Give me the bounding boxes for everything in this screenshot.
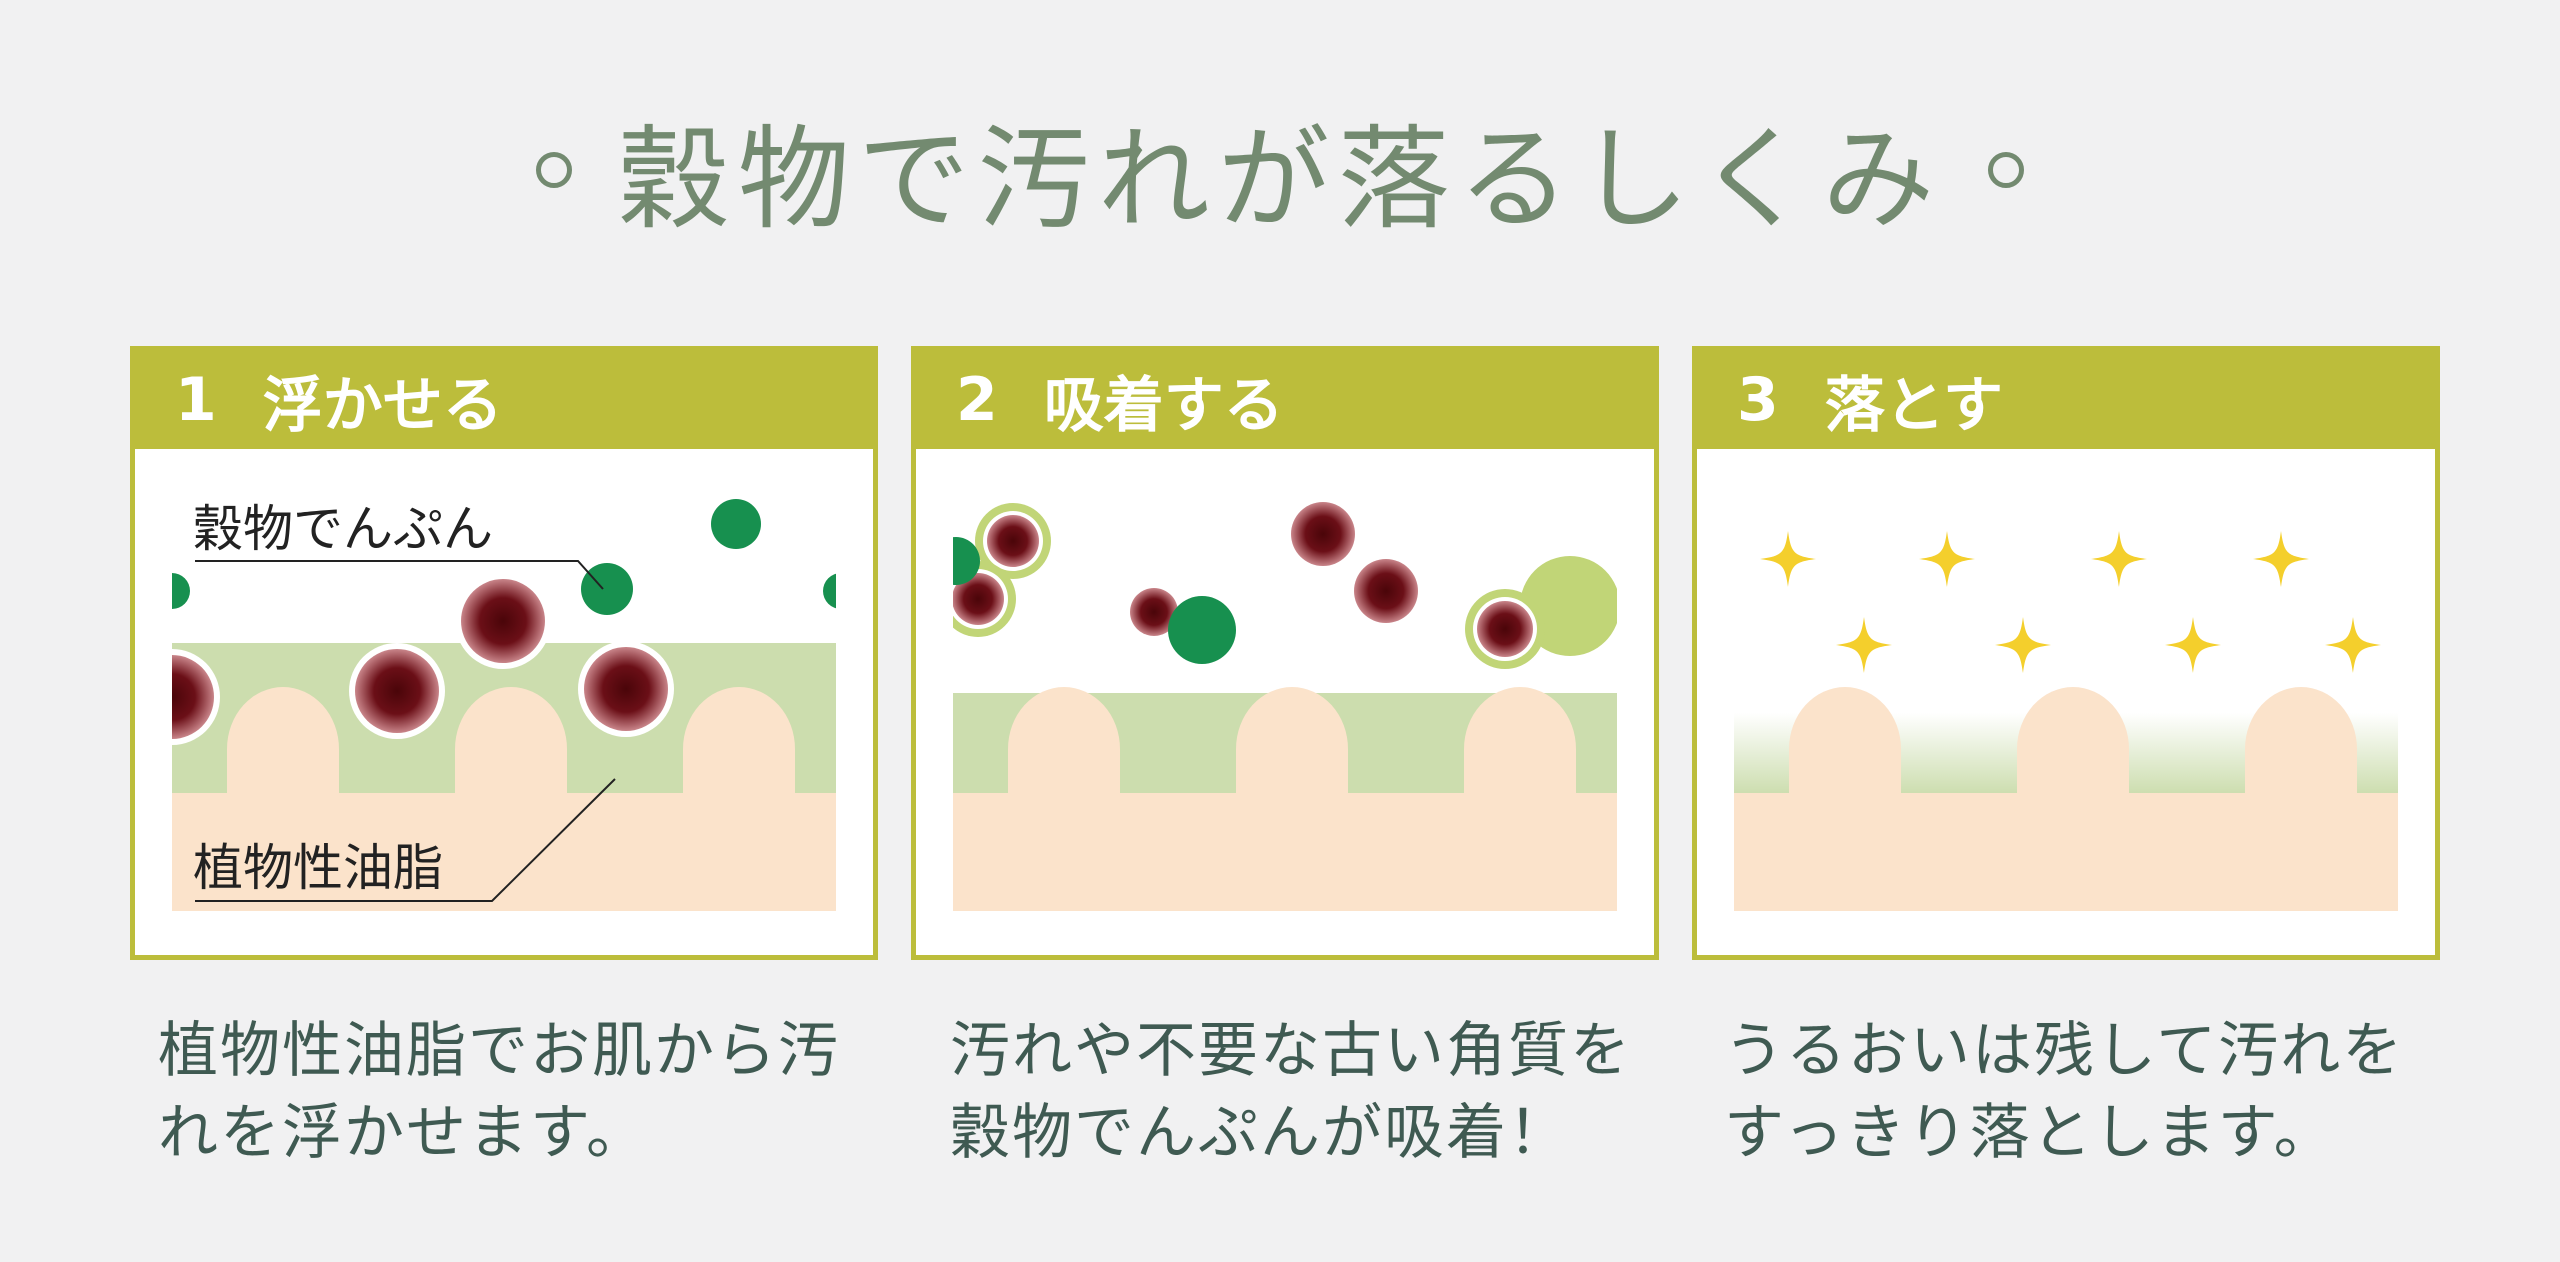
adsorbed-particle	[953, 561, 1016, 637]
skin-bump	[1789, 687, 1901, 795]
dirt-particle	[349, 643, 445, 739]
sparkle-icon	[1919, 531, 1975, 587]
dirt-particle	[455, 573, 551, 669]
step-panel-1: 1 浮かせる	[130, 346, 878, 960]
dirt-particle	[1291, 502, 1355, 566]
step-header-1: 1 浮かせる	[135, 351, 873, 449]
circle-ornament-icon	[1988, 152, 2025, 188]
leader-line	[195, 778, 616, 902]
grain-starch-particle	[711, 499, 761, 549]
caption-line: 汚れや不要な古い角質を	[950, 1016, 1632, 1086]
step-number: 2	[956, 365, 998, 435]
page-title: 穀物で汚れが落るしくみ	[0, 85, 2560, 255]
step-panel-2: 2 吸着する	[911, 346, 1659, 960]
caption-line: 穀物でんぷんが吸着！	[950, 1098, 1570, 1168]
step-2-illustration	[953, 502, 1617, 911]
skin-bump	[1236, 687, 1348, 795]
step-header-2: 2 吸着する	[916, 351, 1654, 449]
grain-starch-particle	[581, 563, 633, 615]
step-panel-3: 3 落とす	[1692, 346, 2440, 960]
caption-step-1: 植物性油脂でお肌から汚 れを浮かせます。	[158, 1010, 878, 1174]
label-grain-starch: 穀物でんぷん	[193, 500, 493, 558]
grain-starch-particle	[172, 573, 190, 609]
step-number: 3	[1737, 365, 1779, 435]
title-text: 穀物で汚れが落るしくみ	[617, 115, 1943, 245]
dirt-particle	[1130, 588, 1178, 636]
sparkle-icon	[2091, 531, 2147, 587]
dirt-particle	[578, 641, 674, 737]
skin-layer	[1734, 793, 2398, 911]
circle-ornament-icon	[535, 152, 572, 188]
skin-layer	[172, 793, 836, 911]
skin-bump	[1008, 687, 1120, 795]
dirt-particle	[1354, 559, 1418, 623]
sparkle-icon	[1836, 617, 1892, 673]
grain-starch-particle	[1168, 596, 1236, 664]
caption-step-3: うるおいは残して汚れを すっきり落とします。	[1724, 1010, 2444, 1174]
caption-line: うるおいは残して汚れを	[1724, 1016, 2405, 1086]
sparkle-icon	[1760, 531, 1816, 587]
step-number: 1	[175, 365, 217, 435]
skin-bump	[1464, 687, 1576, 795]
leader-line	[195, 560, 604, 590]
grain-starch-particle	[823, 573, 836, 609]
caption-line: 植物性油脂でお肌から汚	[158, 1016, 840, 1086]
sparkle-icon	[2325, 617, 2381, 673]
step-header-3: 3 落とす	[1697, 351, 2435, 449]
skin-bump	[455, 687, 567, 795]
label-vegetable-oil: 植物性油脂	[193, 839, 443, 897]
step-label: 落とす	[1824, 370, 2003, 441]
adsorbed-particle	[1465, 589, 1545, 669]
adsorbed-particle	[975, 503, 1051, 579]
skin-bump	[227, 687, 339, 795]
caption-line: れを浮かせます。	[158, 1098, 648, 1168]
skin-bump	[683, 687, 795, 795]
step-1-illustration: 穀物でんぷん 植物性油脂	[172, 499, 836, 911]
step-label: 浮かせる	[262, 370, 503, 441]
skin-layer	[953, 793, 1617, 911]
caption-step-2: 汚れや不要な古い角質を 穀物でんぷんが吸着！	[950, 1010, 1670, 1174]
skin-bump	[2245, 687, 2357, 795]
sparkle-icon	[1995, 617, 2051, 673]
step-3-illustration	[1734, 531, 2398, 911]
grain-starch-particle	[953, 537, 980, 585]
step-label: 吸着する	[1043, 370, 1284, 441]
dirt-particle	[172, 649, 220, 745]
sparkle-icon	[2165, 617, 2221, 673]
skin-bump	[2017, 687, 2129, 795]
sparkle-icon	[2253, 531, 2309, 587]
caption-line: すっきり落とします。	[1724, 1098, 2336, 1168]
